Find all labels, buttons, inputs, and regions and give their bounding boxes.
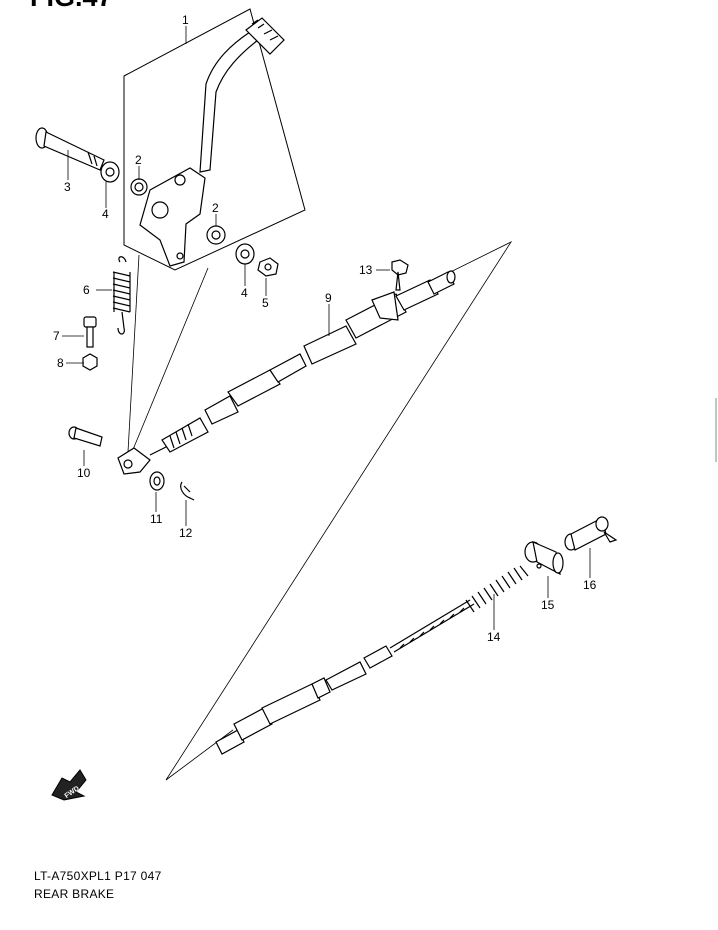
rod-joint <box>524 540 564 576</box>
box-leader-right <box>131 267 209 453</box>
callout-8: 8 <box>57 356 64 370</box>
pivot-pin <box>564 516 618 551</box>
callout-4-upper: 4 <box>102 207 109 221</box>
brake-cable <box>149 270 456 456</box>
washer-upper <box>100 161 120 183</box>
callout-3: 3 <box>64 180 71 194</box>
brake-rod <box>215 565 529 755</box>
callout-9: 9 <box>325 291 332 305</box>
bolt <box>35 127 105 171</box>
callout-16: 16 <box>583 578 597 592</box>
callout-2-lower: 2 <box>212 201 219 215</box>
callout-10: 10 <box>77 466 91 480</box>
small-bolt <box>83 316 97 348</box>
callout-7: 7 <box>53 329 60 343</box>
bushing-upper <box>130 178 148 196</box>
callout-6: 6 <box>83 283 90 297</box>
callout-13: 13 <box>359 263 373 277</box>
washer-lower <box>235 243 255 265</box>
fwd-arrow-icon: FWD <box>51 769 87 801</box>
clevis <box>117 447 151 475</box>
brake-pedal <box>139 17 285 267</box>
bushing-lower <box>206 225 226 245</box>
callout-14: 14 <box>487 630 501 644</box>
callout-2-upper: 2 <box>135 153 142 167</box>
cable-bracket-bolt <box>391 259 409 291</box>
clevis-pin <box>68 426 103 447</box>
box-leader-left <box>127 254 140 453</box>
callout-15: 15 <box>541 598 555 612</box>
washer <box>149 471 165 491</box>
section-title: REAR BRAKE <box>34 887 115 901</box>
callout-12: 12 <box>179 526 193 540</box>
callout-numbers: 1 2 2 3 4 4 5 6 7 8 9 10 11 12 13 14 15 … <box>53 13 597 644</box>
model-code: LT-A750XPL1 P17 047 <box>34 869 162 883</box>
nut <box>257 257 279 277</box>
figure-title: FIG.47 <box>30 0 113 12</box>
return-spring <box>112 256 131 335</box>
cable-assembly-outline <box>165 241 513 781</box>
callout-4-lower: 4 <box>241 286 248 300</box>
pedal-assembly-outline <box>123 8 306 271</box>
callout-1: 1 <box>182 13 189 27</box>
cotter-pin <box>180 481 195 501</box>
callout-leaders <box>62 26 591 630</box>
callout-5: 5 <box>262 296 269 310</box>
callout-11: 11 <box>150 512 163 526</box>
small-nut <box>82 353 98 371</box>
